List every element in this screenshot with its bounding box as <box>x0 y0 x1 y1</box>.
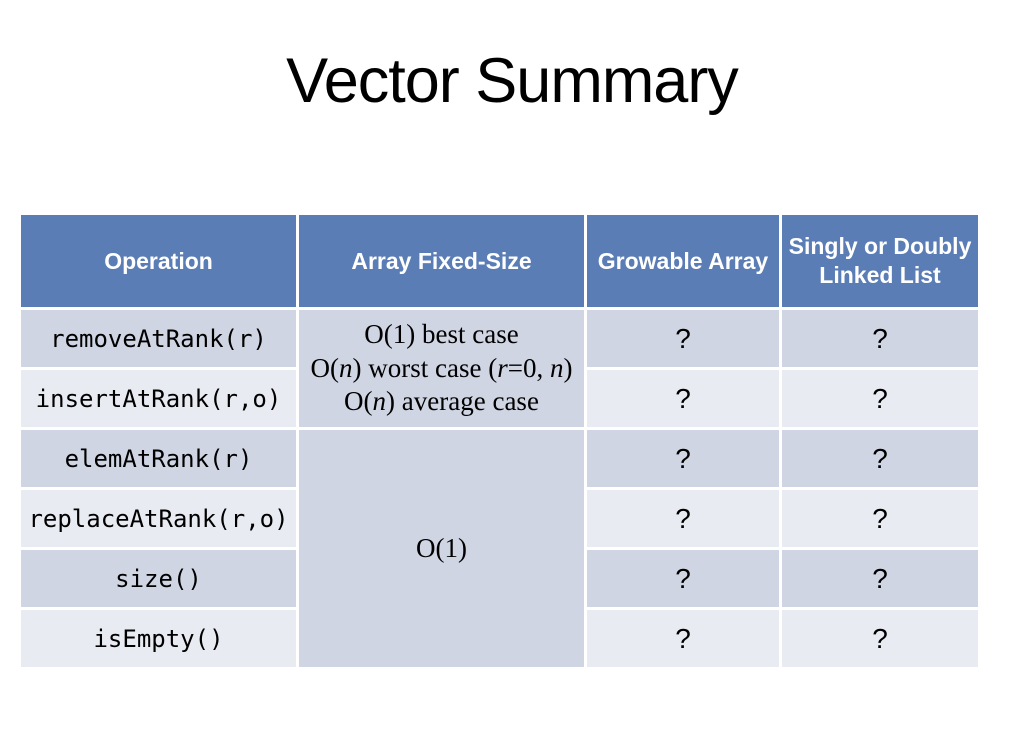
linked-list-cell: ? <box>782 490 978 547</box>
column-header-growable-array: Growable Array <box>587 215 779 307</box>
linked-list-cell: ? <box>782 370 978 427</box>
column-header-array-fixed-size: Array Fixed-Size <box>299 215 584 307</box>
operation-cell: size() <box>21 550 296 607</box>
table-row: insertAtRank(r,o) ? ? <box>21 370 978 427</box>
operation-cell: removeAtRank(r) <box>21 310 296 367</box>
table-row: elemAtRank(r) O(1) ? ? <box>21 430 978 667</box>
linked-list-cell: ? <box>782 550 978 607</box>
operation-cell: insertAtRank(r,o) <box>21 370 296 427</box>
table-row: isEmpty() ? ? <box>21 610 978 667</box>
linked-list-cell: ? <box>782 310 978 367</box>
linked-list-cell: ? <box>782 610 978 667</box>
fixed-size-complexity-merged-bottom: O(1) <box>299 430 584 667</box>
operation-cell: elemAtRank(r) <box>21 430 296 487</box>
header-row: Operation Array Fixed-Size Growable Arra… <box>21 215 978 307</box>
column-header-operation: Operation <box>21 215 296 307</box>
growable-array-cell: ? <box>587 310 779 367</box>
vector-summary-table: Operation Array Fixed-Size Growable Arra… <box>18 212 981 670</box>
operation-cell: isEmpty() <box>21 610 296 667</box>
growable-array-cell: ? <box>587 550 779 607</box>
growable-array-cell: ? <box>587 610 779 667</box>
growable-array-cell: ? <box>587 430 779 487</box>
growable-array-cell: ? <box>587 370 779 427</box>
slide-title: Vector Summary <box>286 46 739 116</box>
growable-array-cell: ? <box>587 490 779 547</box>
table-row: size() ? ? <box>21 550 978 607</box>
operation-cell: replaceAtRank(r,o) <box>21 490 296 547</box>
linked-list-cell: ? <box>782 430 978 487</box>
table-row: replaceAtRank(r,o) ? ? <box>21 490 978 547</box>
